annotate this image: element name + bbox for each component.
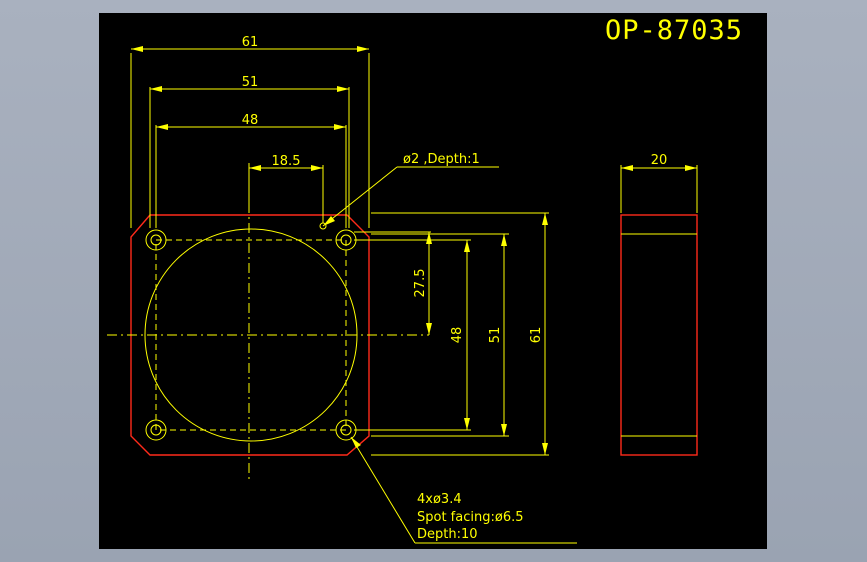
front-view-outline bbox=[130, 214, 370, 456]
dim-text: 61 bbox=[242, 35, 259, 50]
pin-hole-note: ø2 ,Depth:1 bbox=[403, 152, 480, 167]
dimension-height-hole-centers: 48 bbox=[354, 239, 471, 431]
mounting-hole bbox=[145, 419, 167, 441]
mounting-holes-leader: 4xø3.4 Spot facing:ø6.5 Depth:10 bbox=[350, 436, 577, 544]
front-view bbox=[107, 163, 429, 483]
dim-text: 18.5 bbox=[272, 154, 301, 169]
side-view-outline bbox=[620, 214, 698, 456]
dimension-width-outer-holes: 51 bbox=[149, 75, 350, 228]
holes-note-spotface: Spot facing:ø6.5 bbox=[417, 510, 524, 525]
mounting-hole bbox=[145, 229, 167, 251]
holes-note-count: 4xø3.4 bbox=[417, 492, 462, 507]
cad-viewport[interactable]: OP-87035 61 bbox=[99, 13, 767, 549]
dimension-width-hole-centers: 48 bbox=[155, 113, 347, 228]
dimension-height-overall: 61 bbox=[371, 212, 549, 456]
dim-text: 48 bbox=[450, 327, 465, 344]
dimension-height-to-center: 27.5 bbox=[354, 231, 432, 335]
holes-note-depth: Depth:10 bbox=[417, 527, 478, 542]
dim-text: 48 bbox=[242, 113, 259, 128]
dimension-side-thickness: 20 bbox=[620, 153, 698, 213]
dim-text: 20 bbox=[651, 153, 668, 168]
dimension-height-outer: 51 bbox=[371, 233, 509, 437]
dim-text: 61 bbox=[529, 327, 544, 344]
dimension-width-overall: 61 bbox=[130, 35, 370, 228]
side-view bbox=[620, 214, 698, 456]
pin-hole-leader: ø2 ,Depth:1 bbox=[322, 152, 499, 227]
drawing-title: OP-87035 bbox=[605, 15, 743, 46]
technical-drawing: OP-87035 61 bbox=[107, 15, 743, 544]
dimension-pin-offset: 18.5 bbox=[248, 154, 324, 223]
dim-text: 51 bbox=[242, 75, 259, 90]
dim-text: 51 bbox=[488, 327, 503, 344]
dim-text: 27.5 bbox=[413, 269, 428, 298]
